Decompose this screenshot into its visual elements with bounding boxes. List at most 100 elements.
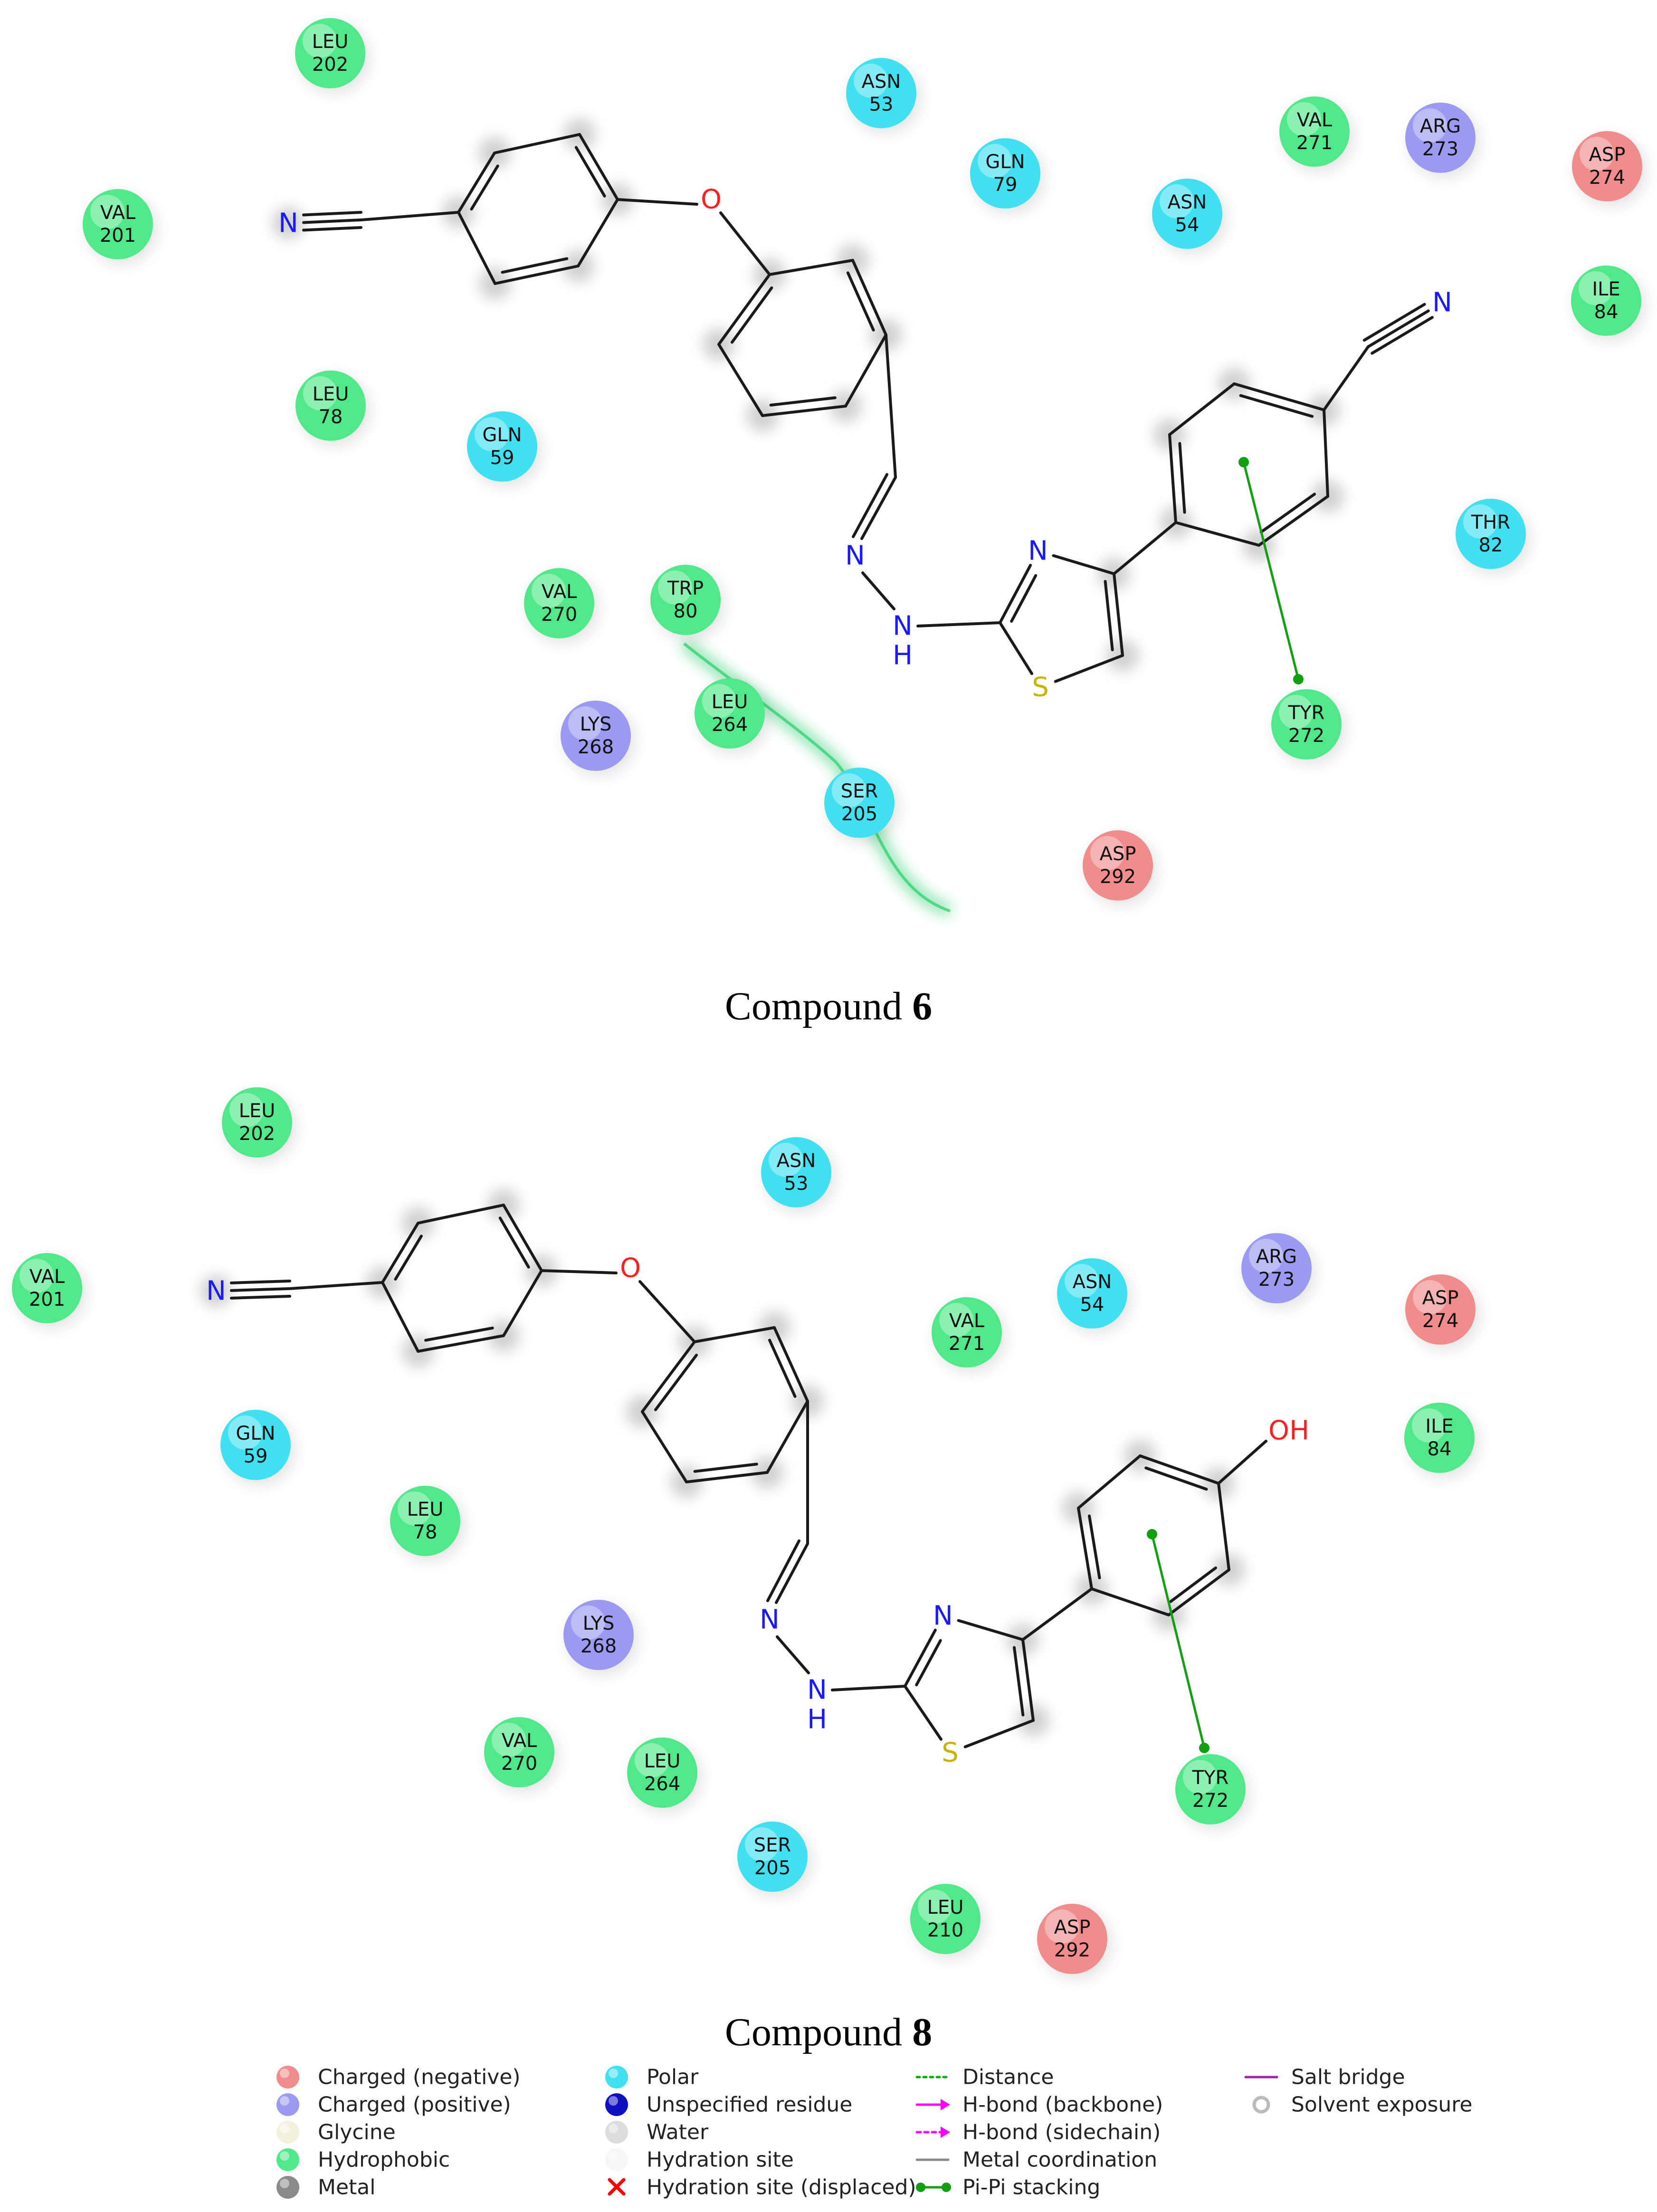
ring-bond xyxy=(494,265,580,285)
residue-highlight xyxy=(1413,1280,1447,1314)
atom-label-nitrile-n: N xyxy=(1432,287,1452,318)
residue-number: 53 xyxy=(869,94,894,115)
residue-highlight xyxy=(1065,1264,1099,1298)
ring-double-bond xyxy=(574,146,606,198)
residue-highlight xyxy=(303,24,337,58)
ring-bond xyxy=(1052,554,1115,575)
ring-double-bond xyxy=(846,271,875,332)
residue-number: 201 xyxy=(100,225,136,247)
triple-bond xyxy=(229,1295,291,1300)
residue-number: 274 xyxy=(1589,167,1625,189)
ring-double-bond xyxy=(1259,493,1316,534)
ring-double-bond xyxy=(1012,1646,1025,1717)
ether-bond xyxy=(638,1280,696,1343)
legend-swatch-dot xyxy=(942,2183,951,2192)
residue-name: GLN xyxy=(482,424,522,446)
residue-highlight xyxy=(978,144,1012,178)
legend-label: Polar xyxy=(647,2065,699,2089)
residue-highlight xyxy=(832,773,866,807)
residue-highlight xyxy=(658,570,692,605)
ring-double-bond xyxy=(1010,574,1038,623)
residue-name: SER xyxy=(754,1834,791,1856)
legend-label: Pi-Pi stacking xyxy=(962,2175,1100,2200)
legend-label: Distance xyxy=(962,2065,1054,2089)
ring-bond xyxy=(457,211,496,285)
residue-highlight xyxy=(635,1743,669,1777)
residue-disc xyxy=(1057,1258,1127,1329)
legend-swatch xyxy=(605,2066,628,2089)
ring-bond xyxy=(999,564,1032,624)
residue-highlight xyxy=(939,1303,973,1337)
residue-name: ARG xyxy=(1420,115,1461,137)
residue-disc xyxy=(1037,1904,1107,1974)
residue-number: 274 xyxy=(1422,1310,1458,1332)
ring-phenoxy xyxy=(717,259,887,417)
residue-highlight xyxy=(19,1259,54,1293)
residue-disc xyxy=(761,1137,831,1207)
residue-disc xyxy=(1241,1233,1312,1303)
residue-disc xyxy=(970,138,1040,209)
ring-thiazole xyxy=(999,554,1124,683)
pi-pi-centroid xyxy=(1147,1529,1157,1539)
residue-number: 292 xyxy=(1100,866,1136,888)
residue-highlight xyxy=(229,1093,264,1127)
residue-disc xyxy=(467,411,537,482)
legend-label: Hydration site (displaced) xyxy=(647,2175,916,2200)
legend-label: Glycine xyxy=(318,2120,396,2145)
ring-bond xyxy=(685,1471,769,1483)
atom-label-thiazole-s: S xyxy=(942,1737,959,1768)
single-bond xyxy=(916,621,1001,627)
ring-double-bond xyxy=(470,164,499,211)
residue-disc xyxy=(220,1410,291,1480)
residue-name: LYS xyxy=(583,1613,615,1634)
residue-number: 78 xyxy=(413,1521,438,1543)
ring-thiazole xyxy=(904,1619,1035,1748)
residue-name: ILE xyxy=(1592,278,1620,300)
residue-disc xyxy=(932,1297,1002,1367)
residue-disc xyxy=(1572,131,1642,201)
ring-bond xyxy=(493,133,581,154)
residue-highlight xyxy=(745,1827,779,1861)
ring-bond xyxy=(1257,495,1329,547)
legend-item: Pi-Pi stacking xyxy=(916,2175,1100,2200)
ring-bond xyxy=(1217,1482,1230,1571)
legend-swatch xyxy=(276,2066,299,2089)
legend-label: Charged (negative) xyxy=(318,2065,521,2089)
imine-bond xyxy=(860,476,897,540)
triple-bond xyxy=(302,226,362,232)
residue-name: LEU xyxy=(407,1499,444,1520)
atom-label-nitrile-n: N xyxy=(278,208,298,239)
ether-bond xyxy=(540,1269,618,1274)
residue-name: ASP xyxy=(1422,1287,1459,1309)
residue-highlight xyxy=(568,706,602,740)
triple-bond xyxy=(302,211,362,217)
residue-highlight xyxy=(1045,1909,1079,1944)
ring-bond xyxy=(717,343,764,417)
atom-label-hydrazone-n: N xyxy=(893,611,913,642)
residue-disc xyxy=(846,58,916,128)
residue-name: TRP xyxy=(667,578,704,599)
residue-highlight xyxy=(1279,695,1313,729)
residue-highlight xyxy=(854,64,888,98)
residue-highlight xyxy=(1249,1239,1283,1273)
legend-item: Charged (negative) xyxy=(276,2065,521,2089)
residue-highlight xyxy=(532,574,566,608)
ring-bond xyxy=(957,1619,1024,1641)
n-n-bond xyxy=(861,571,895,610)
ring-bond xyxy=(904,1685,943,1741)
atom-label-hydrazone-n: N xyxy=(807,1675,827,1706)
residue-name: LYS xyxy=(580,713,612,735)
single-bond xyxy=(885,333,897,479)
legend-swatch-highlight xyxy=(280,2124,289,2133)
